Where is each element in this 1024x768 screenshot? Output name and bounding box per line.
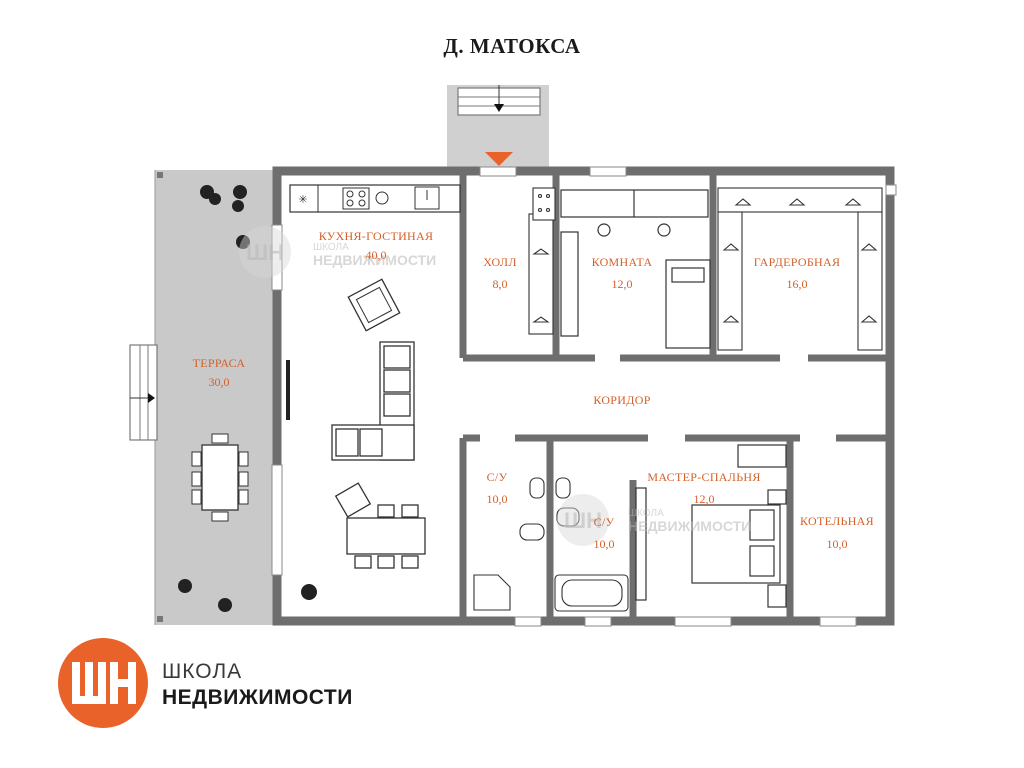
armchair <box>347 278 401 332</box>
room-area-bath1: 10,0 <box>487 492 508 506</box>
room-area-wardrobe: 16,0 <box>787 277 808 291</box>
svg-text:ШН: ШН <box>246 240 284 265</box>
plan-title: Д. МАТОКСА <box>443 34 581 58</box>
logo-text-line1: ШКОЛА <box>162 660 243 683</box>
room-area-bath2: 10,0 <box>594 537 615 551</box>
entrance-arrow-icon <box>485 152 513 166</box>
room-area-hall: 8,0 <box>493 277 508 291</box>
svg-text:ШН: ШН <box>564 508 602 533</box>
svg-text:ШКОЛА: ШКОЛА <box>628 508 664 519</box>
terrace-steps <box>129 344 158 441</box>
room-label-master: МАСТЕР-СПАЛЬНЯ <box>647 470 760 484</box>
svg-text:ШКОЛА: ШКОЛА <box>313 242 349 253</box>
watermark: ШН ШКОЛА НЕДВИЖИМОСТИ ШН ШКОЛА НЕДВИЖИМО… <box>239 226 751 546</box>
room-label-corridor: КОРИДОР <box>593 393 650 407</box>
plant-icon <box>178 185 250 612</box>
room-area-room: 12,0 <box>612 277 633 291</box>
bathroom-fixtures <box>473 477 545 611</box>
room-label-boiler: КОТЕЛЬНАЯ <box>800 514 874 528</box>
logo-mark-icon <box>58 638 148 728</box>
room-label-room: КОМНАТА <box>592 255 653 269</box>
master-bed <box>635 444 787 608</box>
entry-porch <box>447 85 549 170</box>
hall-wardrobe <box>528 187 556 335</box>
company-logo: ШКОЛА НЕДВИЖИМОСТИ <box>58 638 358 728</box>
logo-text-line2: НЕДВИЖИМОСТИ <box>162 686 353 709</box>
interior-walls <box>459 175 886 617</box>
room-label-bath1: С/У <box>487 470 508 484</box>
dining-table <box>334 482 426 569</box>
outer-walls <box>272 166 895 626</box>
plant-icon <box>301 584 317 600</box>
room-label-bath2: С/У <box>594 515 615 529</box>
terrace-area <box>155 170 273 625</box>
bathroom-fixtures <box>554 477 629 612</box>
room-area-master: 12,0 <box>694 492 715 506</box>
svg-text:✳: ✳ <box>298 194 307 206</box>
room-label-terrace: ТЕРРАСА <box>193 356 246 370</box>
room-area-terrace: 30,0 <box>209 375 230 389</box>
room-area-boiler: 10,0 <box>827 537 848 551</box>
kitchen-counter: ✳ <box>289 184 461 213</box>
room-desk <box>560 189 711 349</box>
room-label-hall: ХОЛЛ <box>483 255 517 269</box>
sofa <box>331 341 415 461</box>
room-label-kitchen: КУХНЯ-ГОСТИНАЯ <box>319 229 434 243</box>
svg-text:НЕДВИЖИМОСТИ: НЕДВИЖИМОСТИ <box>313 252 436 268</box>
room-area-kitchen: 40,0 <box>366 248 387 262</box>
terrace-dining-table <box>191 433 249 522</box>
svg-text:НЕДВИЖИМОСТИ: НЕДВИЖИМОСТИ <box>628 518 751 534</box>
room-label-wardrobe: ГАРДЕРОБНАЯ <box>754 255 841 269</box>
wardrobe-shelves <box>717 187 883 351</box>
